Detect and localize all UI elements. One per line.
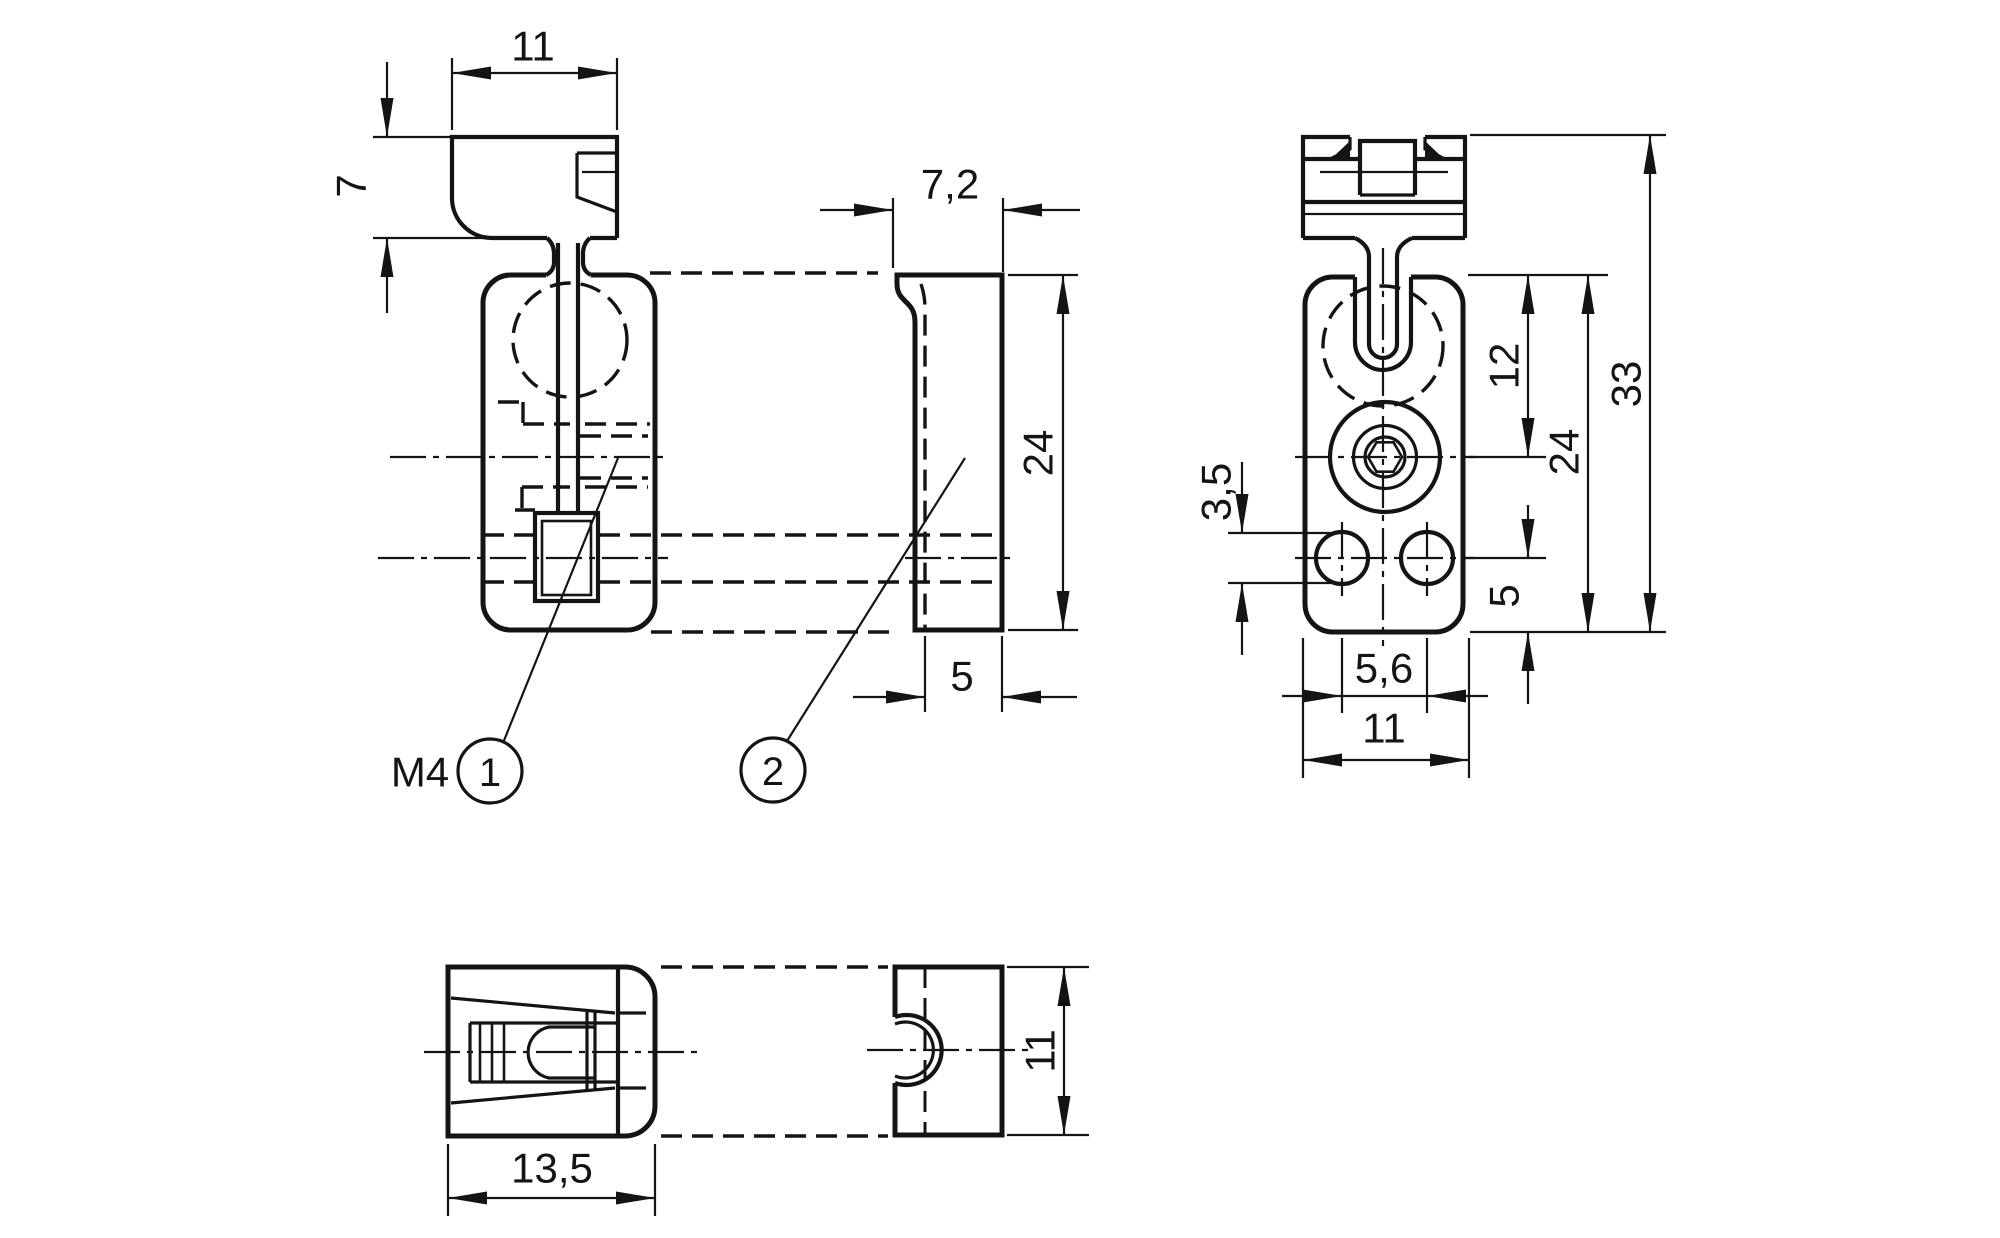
side-head-outline [1300,134,1468,241]
callout-1-number: 1 [479,751,501,795]
dim-label-bottom-width: 11 [1017,1029,1064,1073]
side-view: 12 24 33 5 3,5 5,6 11 [1193,133,1666,778]
front-slot-lines [555,243,581,513]
projection-lines-top-section [483,271,996,634]
dim-label-hole-diameter: 3,5 [1193,463,1240,521]
front-neck [544,236,593,277]
front-body-outline [480,272,658,633]
bottom-profile-view: 11 [867,964,1089,1138]
callout-1-leader [501,457,620,744]
front-head-clip-feature [575,151,618,214]
side-head-notch-wedge-right [1425,141,1444,159]
side-extension-lines [1228,133,1666,778]
callout-2-number: 2 [762,750,784,794]
bottom-front-wedge-edges [450,996,646,1105]
side-neck-and-slot [1354,236,1413,361]
bottom-front-view: 13,5 [424,964,888,1216]
bottom-front-outline [445,964,658,1139]
profile-hidden-edge [919,283,927,630]
dim-label-hole-spacing: 5,6 [1355,645,1413,692]
dim-label-profile-height: 24 [1015,430,1062,477]
front-view: 11 7 [328,23,668,633]
side-head-notch-wedge-left [1331,141,1350,159]
thread-size-label: M4 [391,749,449,796]
dim-label-head-height: 7 [328,174,375,197]
front-centerlines [378,455,668,560]
profile-view: 7,2 24 5 [483,161,1080,712]
callout-1-balloon [456,737,524,805]
side-head-tab [1357,138,1418,195]
projection-lines-bottom-section [661,965,888,1138]
dim-label-head-width: 11 [511,23,555,70]
side-centerlines [1295,248,1475,646]
profile-outline [894,272,1005,633]
dim-label-length: 13,5 [511,1145,593,1192]
dim-11bottom-ext [1007,965,1089,1137]
dim-label-base-depth: 5 [950,653,973,700]
dim-label-slot-center-depth: 12 [1481,343,1528,390]
front-hidden-edges [498,400,650,512]
dim-label-side-body-width: 11 [1362,705,1406,752]
front-sensor-bore-hidden-circle [511,281,629,399]
dim-label-side-body-height: 24 [1541,429,1588,476]
dim-label-hole-bottom-offset: 5 [1481,584,1528,607]
dim-label-thickness: 7,2 [921,161,979,208]
callout-2-balloon [739,736,807,804]
dim-7-ext [373,135,488,240]
callout-2-leader [786,457,966,742]
dim-label-overall-height: 33 [1603,361,1650,408]
callouts: 1 M4 2 [391,457,966,805]
dim-72-ext [891,198,1005,272]
